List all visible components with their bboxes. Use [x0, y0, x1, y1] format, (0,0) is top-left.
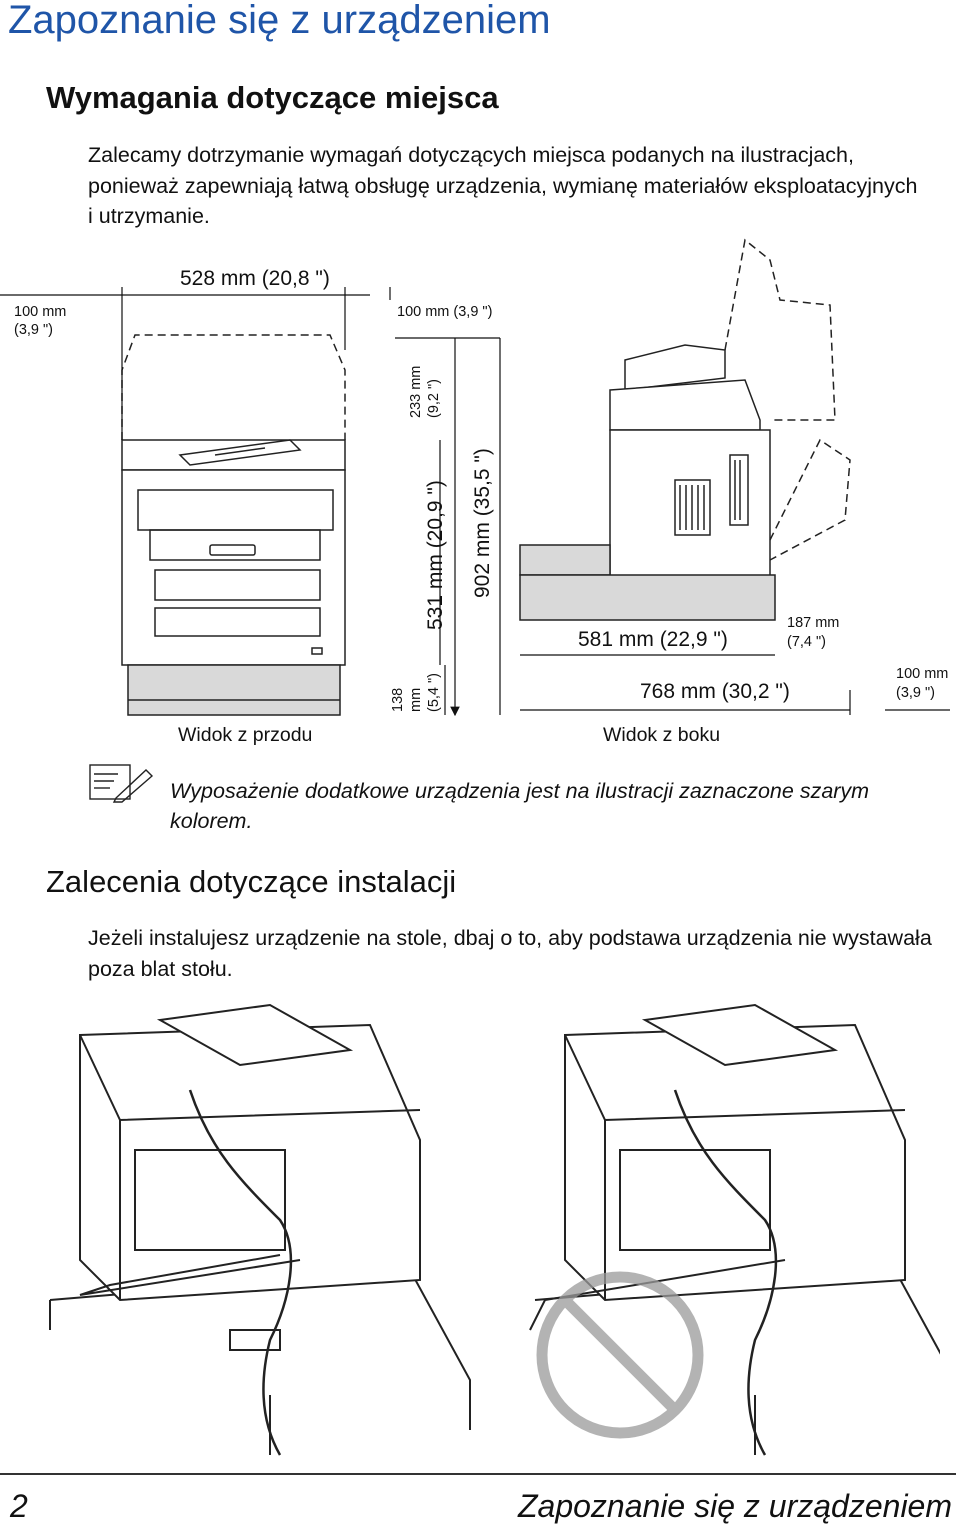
- note-pencil-icon: [89, 764, 154, 803]
- space-requirements-paragraph: Zalecamy dotrzymanie wymagań dotyczących…: [88, 143, 918, 228]
- dim-right-clearance: 100 mm (3,9 "): [397, 304, 492, 320]
- footer-title: Zapoznanie się z urządzeniem: [517, 1488, 952, 1524]
- dim-left-clearance-2: (3,9 "): [14, 322, 53, 338]
- dim-rear-option-1: 187 mm: [787, 615, 839, 631]
- dimension-figure: 528 mm (20,8 ") 100 mm (3,9 ") 100 mm (3…: [0, 238, 950, 746]
- caption-front-view: Widok z przodu: [178, 724, 312, 746]
- dim-rear-option-2: (7,4 "): [787, 634, 826, 650]
- caption-side-view: Widok z boku: [603, 724, 720, 746]
- footer-divider: [0, 1473, 956, 1475]
- installation-paragraph: Jeżeli instalujesz urządzenie na stole, …: [88, 926, 932, 981]
- page-number: 2: [10, 1488, 28, 1524]
- dim-depth: 581 mm (22,9 "): [578, 628, 728, 651]
- page-title: Zapoznanie się z urządzeniem: [8, 0, 551, 42]
- dim-left-clearance-1: 100 mm: [14, 304, 66, 320]
- dim-body-height: 531 mm (20,9 "): [424, 480, 447, 630]
- section-heading-installation: Zalecenia dotyczące instalacji: [46, 864, 457, 899]
- dim-base-1: 138: [390, 688, 406, 712]
- dim-total-depth: 768 mm (30,2 "): [640, 680, 790, 703]
- dim-rear-clearance-2: (3,9 "): [896, 685, 935, 701]
- dim-total-height: 902 mm (35,5 "): [471, 448, 494, 598]
- printer-on-table-incorrect: [529, 1003, 940, 1456]
- note-text: Wyposażenie dodatkowe urządzenia jest na…: [170, 779, 870, 833]
- installation-figure: [49, 1003, 940, 1456]
- dim-top-option-1: 233 mm: [408, 366, 424, 418]
- front-view-drawing: [121, 334, 346, 716]
- dim-base-3: (5,4 "): [426, 673, 442, 712]
- dim-rear-clearance-1: 100 mm: [896, 666, 948, 682]
- dim-top-option-2: (9,2 "): [426, 379, 442, 418]
- prohibited-icon: [536, 1271, 704, 1439]
- section-heading-space-requirements: Wymagania dotyczące miejsca: [46, 80, 499, 115]
- printer-on-table-correct: [49, 1003, 471, 1456]
- dim-base-2: mm: [408, 688, 424, 712]
- dim-width-front: 528 mm (20,8 "): [180, 267, 330, 290]
- side-view-drawing: [519, 238, 851, 621]
